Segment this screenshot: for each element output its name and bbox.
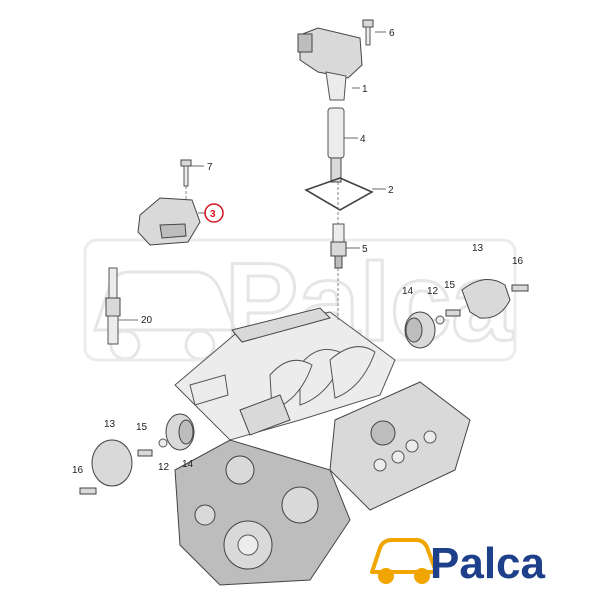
right-sensor-group [404, 279, 529, 349]
part-16-bolt-left [79, 487, 97, 495]
oil-cap [370, 420, 396, 446]
pulley-hub [237, 534, 259, 556]
part-7-screw [180, 159, 192, 187]
plug20-rod [108, 267, 118, 299]
plug20-body [107, 315, 119, 345]
part-16-bolt-right [511, 284, 529, 292]
callout-2: 2 [388, 185, 394, 196]
part-1-ignition-coil [297, 27, 363, 101]
callout-15-left: 15 [136, 422, 148, 433]
assembly-lines [185, 182, 339, 320]
bolt-head [362, 19, 374, 28]
callout-15-right: 15 [444, 280, 456, 291]
part-6-bolt [362, 19, 374, 46]
highlight-circle [204, 203, 224, 223]
callout-14-left: 14 [182, 459, 194, 470]
part-13-bracket-left [91, 439, 133, 487]
callout-1: 1 [362, 84, 368, 95]
engine-block-front [174, 439, 351, 586]
sensor-body [137, 197, 201, 246]
screw-shank [183, 165, 189, 187]
part-12-washer-right [435, 315, 445, 325]
throttle-body [239, 394, 291, 436]
gasket-ring [304, 177, 374, 211]
manifold-flange [189, 374, 229, 406]
callout-20: 20 [141, 315, 153, 326]
manifold-rail [231, 307, 331, 343]
part-12-washer-left [158, 438, 168, 448]
extension-tube [327, 107, 345, 159]
plug-insulator [332, 223, 345, 243]
plug-hole-4 [391, 450, 405, 464]
plug-thread [334, 255, 343, 269]
intake-runner-2 [329, 346, 376, 399]
callout-7: 7 [207, 162, 213, 173]
callout-4: 4 [360, 134, 366, 145]
callout-14-right: 14 [402, 286, 414, 297]
part-15-bolt-left [137, 449, 153, 457]
callout-3: 3 [210, 209, 216, 220]
part-15-bolt-right [445, 309, 461, 317]
engine-assembly [174, 307, 471, 586]
pulley-left [194, 504, 216, 526]
callout-5: 5 [362, 244, 368, 255]
palca-logo: Palca [370, 538, 546, 588]
part-5-spark-plug [330, 223, 347, 269]
callout-labels: 6 1 4 2 5 7 3 20 13 16 15 12 14 13 15 12… [72, 28, 524, 476]
coil-boot [325, 71, 347, 101]
part-4-coil-extension [327, 107, 345, 183]
sensor-face-right [405, 317, 423, 343]
part-3-sensor [137, 197, 201, 246]
callout-13-left: 13 [104, 419, 116, 430]
part-13-bracket-right [461, 279, 511, 319]
sensor-connector [159, 223, 187, 239]
logo-text: Palca [430, 539, 546, 588]
callout-13-right: 13 [472, 243, 484, 254]
callout-16-right: 16 [512, 256, 524, 267]
coil-connector [297, 33, 313, 53]
screw-head [180, 159, 192, 167]
plug-hex [330, 241, 347, 257]
sensor-face-left [178, 419, 194, 445]
callout-6: 6 [389, 28, 395, 39]
left-sensor-group [79, 413, 195, 495]
plug-hole-1 [405, 439, 419, 453]
pulley-right [281, 486, 319, 524]
part-2-gasket [304, 177, 374, 211]
callout-16-left: 16 [72, 465, 84, 476]
extension-tip [330, 157, 342, 183]
bolt-shank [365, 26, 371, 46]
pulley-upper [225, 455, 255, 485]
part-20-plug [105, 267, 121, 345]
plug20-hex [105, 297, 121, 317]
plug-hole-3 [373, 458, 387, 472]
callout-12-right: 12 [427, 286, 439, 297]
plug-hole-2 [423, 430, 437, 444]
coil-body [299, 27, 363, 79]
car-icon [370, 538, 438, 584]
callout-12-left: 12 [158, 462, 170, 473]
